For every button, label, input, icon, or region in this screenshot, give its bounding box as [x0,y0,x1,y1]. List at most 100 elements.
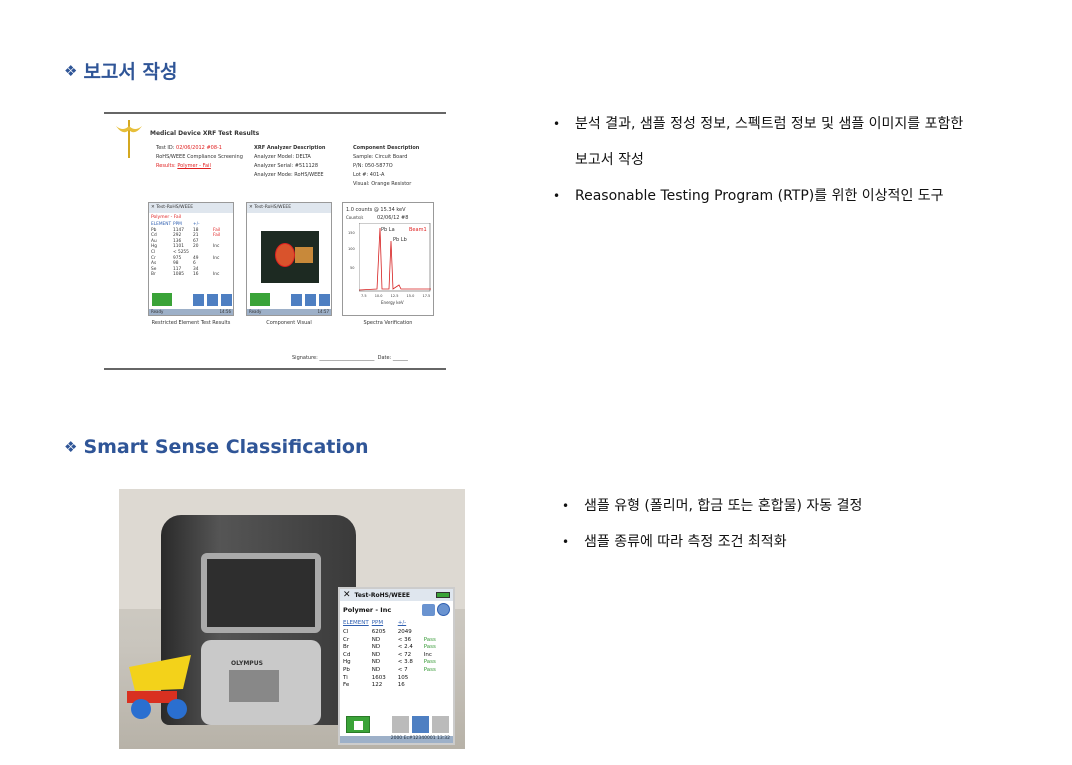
table-cell: Ti [343,674,348,681]
component-photo [261,231,319,283]
analyzer-photo: OLYMPUS ✕Test-RoHS/WEEE Polymer - Inc EL… [119,489,465,749]
report-title: Medical Device XRF Test Results [150,130,260,137]
tools-icon[interactable] [392,716,409,733]
table-cell: < 36 [397,636,412,643]
signature-line: Signature: ______________________ Date: … [292,355,408,361]
play-icon [250,293,270,306]
peak-label: Pb La [381,227,395,233]
close-x-icon: ✕ [343,590,351,600]
column-header[interactable]: ELEMENT [343,620,369,626]
bullet-item: 분석 결과, 샘플 정성 정보, 스펙트럼 정보 및 샘플 이미지를 포함한 [553,106,1053,142]
bullet-item: 샘플 종류에 따라 측정 조건 최적화 [562,524,1042,560]
table-cell: Cl [343,629,349,635]
home-icon [319,294,330,306]
spectrum-panel: 1.0 counts @ 15.34 keV Counts/s 02/06/12… [342,202,434,316]
table-cell: Pb [343,666,350,673]
tools-icon [193,294,204,306]
spectrum-plot [359,223,431,292]
component-line: Lot #: 401-A [353,172,385,178]
bullet-item: 샘플 유형 (폴리머, 합금 또는 혼합물) 자동 결정 [562,488,1042,524]
diamond-bullet-icon: ❖ [64,61,78,80]
table-cell: 2049 [397,629,412,635]
section-heading-report: ❖보고서 작성 [64,57,177,84]
column-header[interactable]: PPM [371,620,384,626]
add-icon[interactable] [437,603,450,616]
bullet-continuation: 보고서 작성 [575,152,644,168]
chart-icon [305,294,316,306]
tools-icon [291,294,302,306]
table-cell: ND [371,651,381,658]
stop-button[interactable] [346,716,370,733]
table-cell: Br [343,644,350,651]
test-id: Test ID: 02/06/2012 #08-1 [156,145,222,151]
diamond-bullet-icon: ❖ [64,438,78,456]
bullet-item: Reasonable Testing Program (RTP)를 위한 이상적… [553,178,1053,214]
screen-title-bar: ✕ Test-RoHS/WEEE [247,203,331,213]
device-title: Test-RoHS/WEEE [354,591,411,599]
home-icon[interactable] [432,716,449,733]
heading-text: Smart Sense Classification [83,436,369,458]
table-cell: ND [371,636,381,643]
table-cell: 1603 [371,674,386,681]
chart-icon[interactable] [412,716,429,733]
xrf-instrument: OLYMPUS [161,515,356,725]
caption: Restricted Element Test Results [151,320,231,326]
y-tick: 150 [348,231,355,235]
table-cell: 122 [371,682,383,689]
chart-icon [207,294,218,306]
table-cell: 105 [397,674,409,681]
table-cell: Inc [423,651,432,658]
caption: Spectra Verification [363,320,413,326]
table-cell: < 3.8 [397,659,413,666]
analyzer-line: Analyzer Model: DELTA [254,154,311,160]
spectrum-ylabel: Counts/s [346,215,364,220]
camera-icon[interactable] [422,603,435,616]
component-line: P/N: 050-5877O [353,163,393,169]
table-cell: Fe [343,682,350,689]
component-heading: Component Description [353,145,420,151]
table-row: Ti 1603 105 [343,675,450,683]
table-cell: Pass [423,666,436,673]
device-mode: Polymer - Inc [343,605,392,614]
report-sample-image: Medical Device XRF Test Results Test ID:… [104,112,446,370]
screen-title-bar: ✕ Test-RoHS/WEEE [149,203,233,213]
table-cell: Hg [343,659,351,666]
table-cell: < 72 [397,651,412,658]
column-header[interactable]: +/- [397,620,407,626]
table-cell: < 7 [397,666,408,673]
table-cell [424,629,450,637]
table-cell: ND [371,644,381,651]
table-cell: Cr [343,636,350,643]
analyzer-line: Analyzer Mode: RoHS/WEEE [254,172,324,178]
table-cell: Pass [423,644,436,651]
results: Results: Polymer - Fail [156,163,211,169]
peak-label: Pb Lb [393,237,407,243]
component-line: Visual: Orange Resistor [353,181,412,187]
device-title-bar: ✕Test-RoHS/WEEE [340,589,453,601]
battery-icon [436,592,450,598]
bullet-list-1: 분석 결과, 샘플 정성 정보, 스펙트럼 정보 및 샘플 이미지를 포함한 보… [553,106,1053,214]
table-row: Cl< 5255 [151,249,189,255]
bullet-list-2: 샘플 유형 (폴리머, 합금 또는 혼합물) 자동 결정 샘플 종류에 따라 측… [562,488,1042,560]
component-line: Sample: Circuit Board [353,154,408,160]
analyzer-line: Analyzer Serial: #511128 [254,163,319,169]
y-tick: 100 [348,247,355,251]
table-cell: Pass [423,659,436,666]
